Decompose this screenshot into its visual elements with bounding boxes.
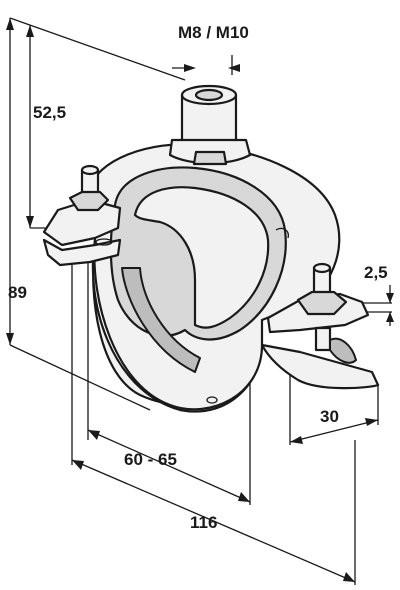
dim-line-60-65: [87, 429, 251, 503]
left-screw-top: [80, 164, 100, 176]
dim-line-116: [71, 459, 356, 583]
boss-hex: [192, 150, 228, 166]
arrow-2-5-top: [386, 293, 394, 303]
arrow-30-right: [365, 418, 378, 426]
extension-line-bottom: [9, 344, 151, 411]
arrow-116-left: [72, 460, 84, 470]
arrow-thread-right: [228, 64, 240, 72]
arrow-2-5-bottom: [386, 312, 394, 322]
label-diameter-range: 60 - 65: [124, 450, 177, 469]
left-flange-top: [42, 198, 122, 247]
right-screw-top: [312, 262, 332, 274]
arrow-30-left: [290, 436, 303, 444]
arrow-60-left: [88, 430, 100, 440]
lower-slot: [329, 337, 357, 364]
left-nut: [68, 190, 110, 212]
arrow-116-right: [343, 572, 355, 582]
liner-mark: [275, 227, 289, 239]
label-band-width: 30: [320, 407, 339, 426]
arrow-89-bottom: [6, 333, 14, 345]
dimension-labels: M8 / M10 52,5 89 2,5 30 60 - 65 116: [8, 23, 388, 532]
extension-line-top: [9, 17, 186, 81]
right-nut: [296, 290, 348, 316]
left-flange-bottom: [42, 238, 122, 267]
lower-right-flange: [260, 343, 380, 390]
arrow-60-right: [238, 492, 250, 502]
label-band-thickness: 2,5: [364, 263, 388, 282]
right-screw-lower: [314, 326, 332, 352]
inner-back-wall: [133, 186, 270, 329]
dim-line-30: [289, 419, 379, 443]
band-slot: [121, 267, 201, 373]
arrow-89-top: [6, 18, 14, 30]
arrow-52-5-top: [26, 25, 34, 37]
arrow-52-5-bottom: [26, 216, 34, 228]
label-height-top: 52,5: [33, 103, 66, 122]
pipe-clamp: [42, 84, 380, 413]
lower-hole: [206, 396, 218, 404]
label-thread: M8 / M10: [178, 23, 249, 42]
left-flange-hole: [95, 238, 113, 246]
label-total-width: 116: [190, 513, 217, 532]
label-height-total: 89: [8, 283, 27, 302]
arrow-thread-left: [184, 64, 196, 72]
boss-thread-hole: [194, 88, 224, 102]
